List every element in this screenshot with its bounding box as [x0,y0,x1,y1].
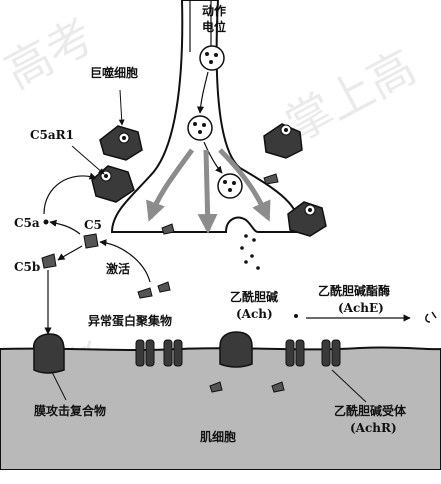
mac-pointer [51,371,67,401]
label-abnormal-aggregate: 异常蛋白聚集物 [88,314,173,328]
label-macrophage: 巨噬细胞 [90,66,139,80]
vesicle [199,45,225,71]
vesicle [217,173,243,199]
activation-arrow [99,239,151,283]
label-ache-name: 乙酰胆碱酯酶 [318,284,391,298]
c5a-to-c5ar1-arrow [43,172,97,215]
c5-molecule [83,233,99,249]
achr-receptor [135,339,155,367]
achr-receptor [321,339,341,367]
label-achr-abbr: (AchR) [350,421,397,435]
vesicle-path-arrow [196,71,209,114]
nmj-diagram-svg [0,0,441,470]
macrophage-cell [99,125,143,161]
label-c5: C5 [84,218,102,232]
vesicle-path-arrow [203,141,223,174]
achr-receptor [163,339,183,367]
c5b-molecule [41,253,57,269]
c5a-molecule [43,219,49,225]
c5ar1-pointer [71,145,105,175]
muscle-cell [0,346,441,470]
action-potential-arrows [146,148,271,234]
macrophage-cell [263,123,303,159]
label-ach-name: 乙酰胆碱 [230,290,279,304]
achr-blocked [219,331,253,368]
ache-fragment [425,311,437,323]
label-ach-abbr: (Ach) [236,307,273,321]
label-muscle-cell: 肌细胞 [200,430,237,444]
ach-molecules [240,234,298,318]
label-action-potential-1: 动作 [202,4,227,18]
label-c5a: C5a [14,216,40,230]
label-c5ar1: C5aR1 [30,128,74,142]
achr-receptor [285,339,305,367]
macrophage-cell [287,201,327,237]
membrane-attack-complex [32,333,65,374]
protein-aggregate [137,173,285,393]
label-activation: 激活 [106,262,131,276]
label-c5b: C5b [14,260,41,274]
label-ache-abbr: (AchE) [338,301,384,315]
c5-cleave-to-c5b [57,245,83,261]
achr-pointer [331,369,367,403]
vesicle [187,115,213,141]
label-mac: 膜攻击复合物 [34,404,107,418]
macrophage-pointer [118,89,125,126]
label-action-potential-2: 电位 [202,20,227,34]
macrophage-cell [91,165,135,203]
c5-cleave-to-c5a [49,219,81,235]
nerve-terminal [110,0,302,233]
label-achr-name: 乙酰胆碱受体 [334,404,407,418]
